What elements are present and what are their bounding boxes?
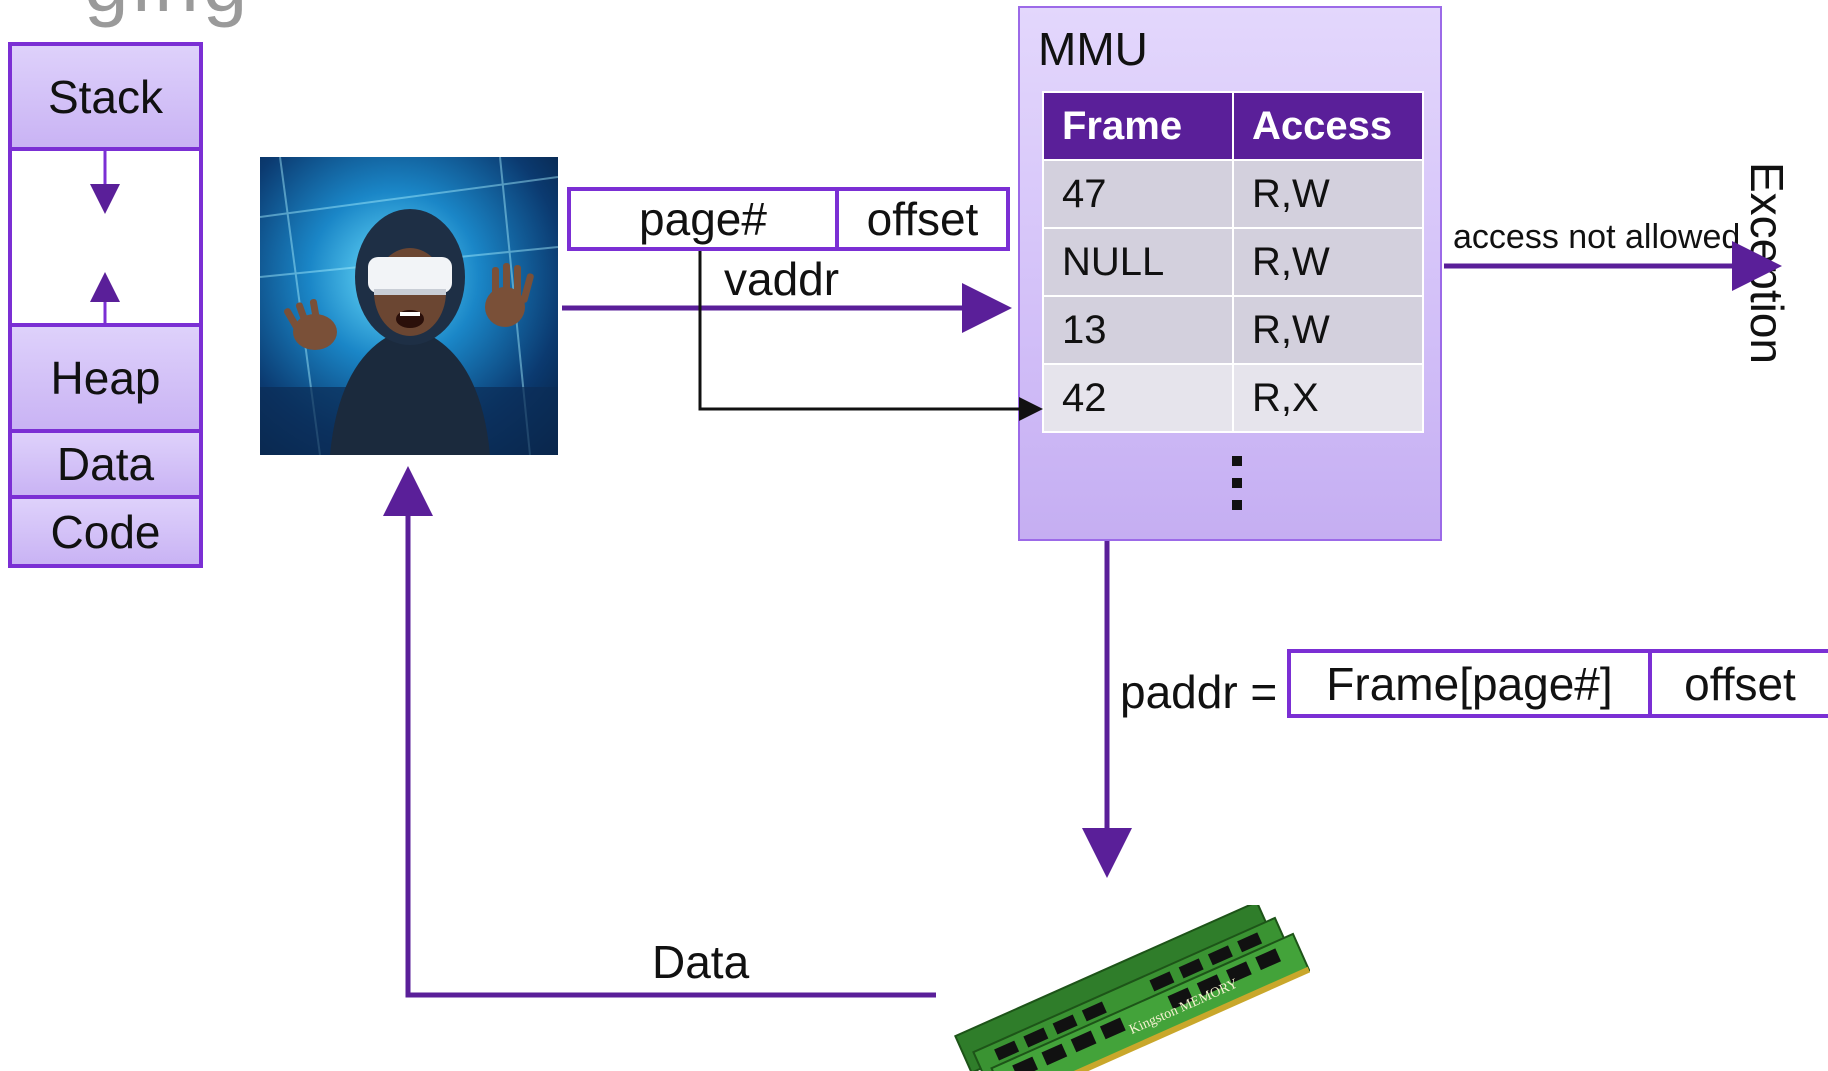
segment-heap-label: Heap [50,352,161,404]
vaddr-offset-field: offset [866,193,979,245]
segment-data: Data [8,429,203,499]
frame-cell: 47 [1042,159,1234,229]
vr-user-photo [260,157,558,455]
table-row: NULL R,W [1042,227,1424,297]
slide-title-fragment: ging [84,0,251,30]
frame-cell: NULL [1042,227,1234,297]
access-cell: R,X [1232,363,1424,433]
frame-cell: 42 [1042,363,1234,433]
column-header-frame: Frame [1042,91,1234,161]
vaddr-label: vaddr [724,253,840,305]
segment-heap: Heap [8,323,203,433]
paddr-frame-field: Frame[page#] [1291,653,1652,714]
virtual-address-box: page# offset [567,187,1010,251]
table-row: 42 R,X [1042,363,1424,433]
ellipsis-dots [1232,456,1242,522]
page-table: Frame Access 47 R,W NULL R,W 13 R,W 42 R… [1042,91,1424,433]
access-not-allowed-label: access not allowed [1453,218,1741,256]
access-cell: R,W [1232,159,1424,229]
access-cell: R,W [1232,227,1424,297]
paddr-offset-field: offset [1684,657,1796,710]
segment-data-label: Data [56,438,155,490]
segment-stack-label: Stack [47,70,164,123]
mmu-box: MMU Frame Access 47 R,W NULL R,W 13 R,W … [1018,6,1442,541]
table-row: 47 R,W [1042,159,1424,229]
vaddr-page-field: page# [571,191,839,247]
column-header-access: Access [1232,91,1424,161]
mmu-title: MMU [1038,23,1148,75]
physical-address-box: Frame[page#] offset [1287,649,1828,718]
page-table-header: Frame Access [1042,91,1424,161]
page-lookup-arrow [698,251,1043,421]
table-row: 13 R,W [1042,295,1424,365]
data-return-arrow [383,466,936,998]
vr-user-illustration [260,157,558,455]
segment-stack: Stack [8,42,203,151]
data-label: Data [652,936,750,988]
frame-cell: 13 [1042,295,1234,365]
ram-modules-icon: Kingston MEMORY [954,905,1310,1071]
segment-code-label: Code [50,505,161,558]
access-cell: R,W [1232,295,1424,365]
segment-code: Code [8,495,203,568]
paddr-label: paddr = [1120,666,1278,718]
